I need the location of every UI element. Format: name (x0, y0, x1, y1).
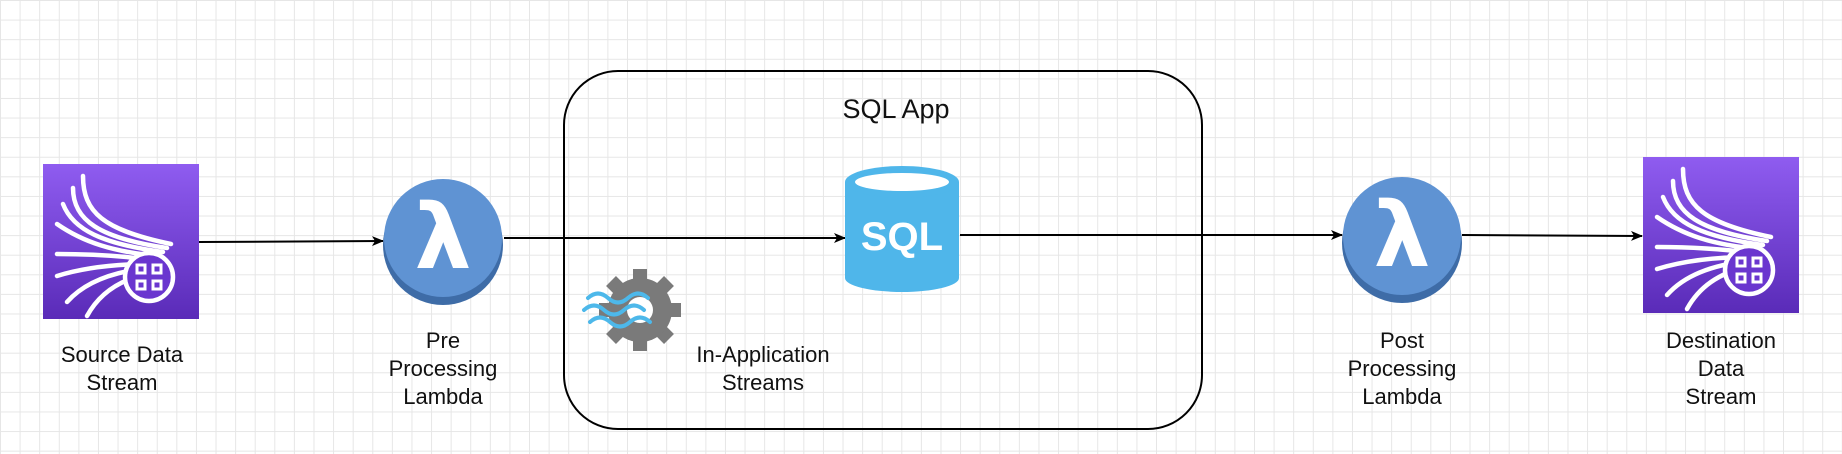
lambda-icon (384, 179, 502, 297)
in-application-streams-label: In-Application Streams (696, 342, 830, 395)
lambda-symbol: λ (415, 185, 472, 290)
in-application-streams-icon[interactable] (582, 269, 681, 351)
destination-data-stream-node[interactable] (1643, 157, 1799, 313)
edge-source-to-pre-lambda (198, 236, 384, 247)
sql-app-container[interactable] (563, 70, 1203, 430)
stream-wave-icon (586, 291, 650, 305)
source-data-stream-node[interactable] (43, 164, 199, 319)
sql-label: SQL (861, 215, 943, 259)
source-data-stream-label: Source Data Stream (60, 342, 184, 395)
sql-database-icon (845, 182, 959, 292)
pre-processing-lambda-node[interactable]: λ (383, 179, 503, 305)
edges (198, 230, 1643, 247)
post-processing-lambda-node[interactable]: λ (1342, 177, 1462, 303)
lambda-symbol: λ (1374, 183, 1431, 288)
kinesis-data-streams-icon (43, 164, 199, 319)
sql-node[interactable]: SQL (845, 166, 959, 292)
sql-cylinder-top-inner (855, 173, 949, 191)
post-processing-lambda-label: Post Processing Lambda (1347, 328, 1457, 409)
destination-data-stream-label: Destination Data Stream (1665, 328, 1777, 409)
sql-app-title: SQL App (842, 94, 949, 124)
pre-processing-lambda-label: Pre Processing Lambda (388, 328, 498, 409)
gear-icon (599, 269, 681, 351)
lambda-icon (1343, 177, 1461, 295)
edge-post-lambda-to-destination (1461, 230, 1643, 241)
